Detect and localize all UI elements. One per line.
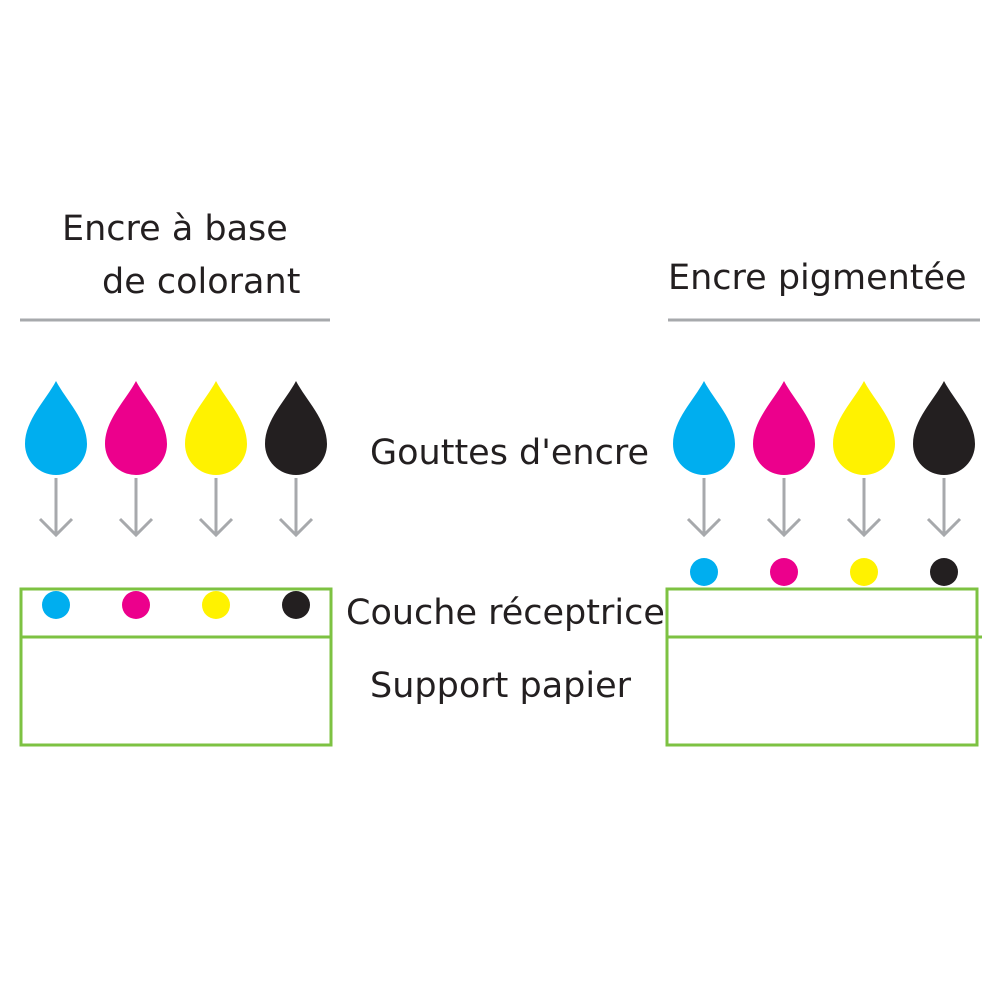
right-cyan-drop-icon [673, 381, 735, 475]
left-paper-layers [19, 587, 333, 747]
right-magenta-drop-icon [753, 381, 815, 475]
left-receptive-layer [19, 587, 333, 639]
right-paper-layers [665, 587, 982, 747]
right-black-drop-icon [913, 381, 975, 475]
right-cyan-arrow-head [686, 517, 722, 538]
left-yellow-arrow-head [198, 517, 234, 538]
right-ink-drops [673, 381, 975, 586]
left-ink-drops [25, 381, 327, 619]
left-magenta-ink-dot [122, 591, 150, 619]
right-magenta-ink-dot [770, 558, 798, 586]
left-yellow-ink-dot [202, 591, 230, 619]
left-black-ink-dot [282, 591, 310, 619]
right-receptive-layer [665, 587, 979, 639]
left-cyan-ink-dot [42, 591, 70, 619]
left-magenta-drop-icon [105, 381, 167, 475]
left-black-drop-icon [265, 381, 327, 475]
drops-label: Gouttes d'encre [370, 433, 650, 473]
left-cyan-drop-icon [25, 381, 87, 475]
right-yellow-arrow-head [846, 517, 882, 538]
left-title-line1: Encre à base [62, 209, 288, 249]
left-title-line2: de colorant [102, 262, 301, 302]
paper-support-label: Support papier [370, 666, 632, 706]
right-title: Encre pigmentée [668, 258, 967, 298]
right-paper-support [665, 635, 979, 747]
left-black-arrow-head [278, 517, 314, 538]
right-black-arrow-head [926, 517, 962, 538]
left-paper-support [19, 635, 333, 747]
right-magenta-arrow-head [766, 517, 802, 538]
right-black-ink-dot [930, 558, 958, 586]
receptive-layer-label: Couche réceptrice [346, 593, 665, 633]
right-yellow-ink-dot [850, 558, 878, 586]
left-yellow-drop-icon [185, 381, 247, 475]
left-magenta-arrow-head [118, 517, 154, 538]
left-cyan-arrow-head [38, 517, 74, 538]
right-cyan-ink-dot [690, 558, 718, 586]
right-yellow-drop-icon [833, 381, 895, 475]
